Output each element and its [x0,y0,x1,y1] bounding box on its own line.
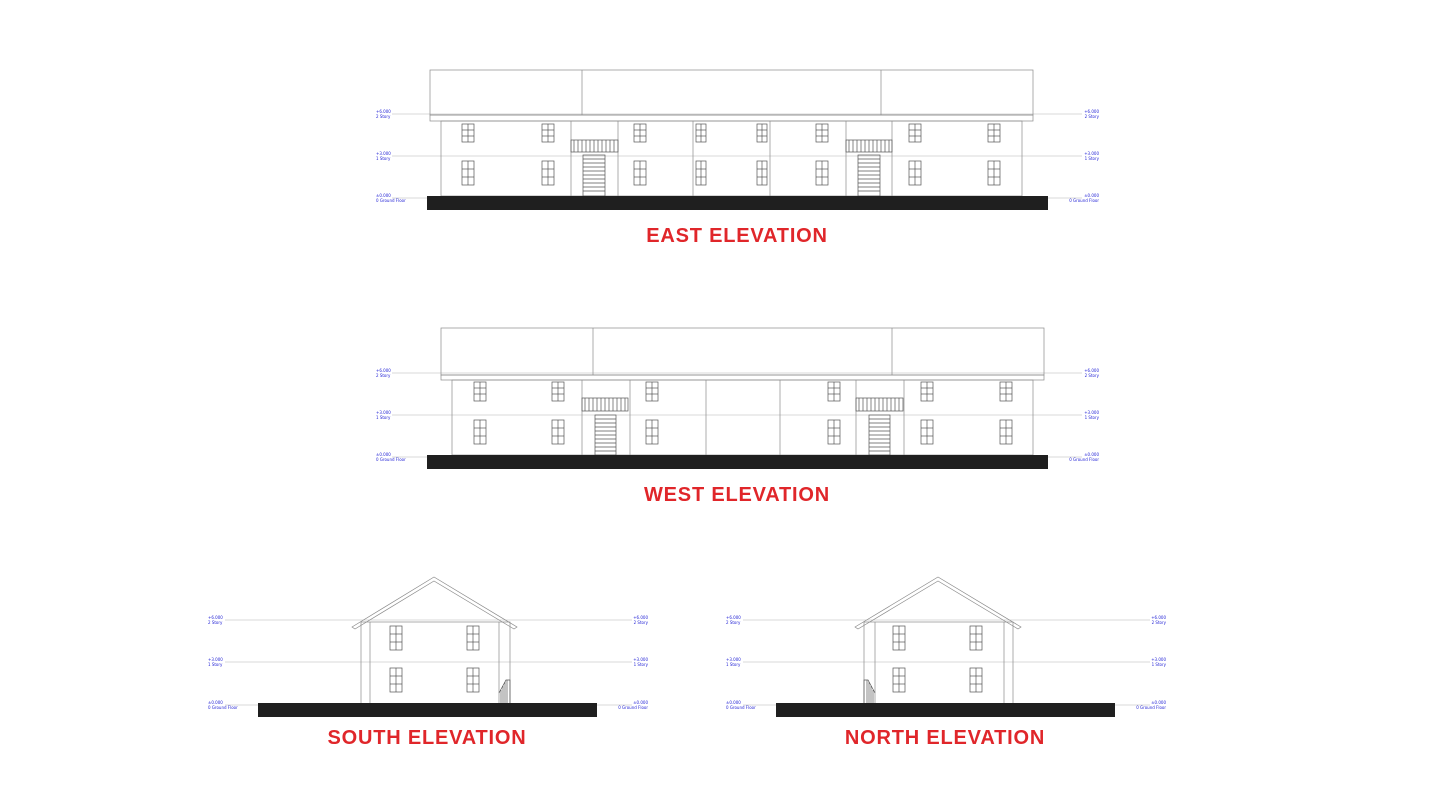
west-wall [451,379,1034,456]
east-level-lines [392,113,1082,199]
east-wall [440,120,1023,197]
east-eave [429,114,1034,122]
south-gable [351,576,518,630]
east-windows [461,123,1001,186]
south-level-lines [225,619,632,706]
north-gable [854,576,1022,630]
north-windows [892,625,983,693]
west-eave [440,374,1045,381]
west-elevation [392,327,1082,469]
south-plinth [258,703,597,717]
east-elevation [392,69,1082,210]
west-windows [473,381,1013,445]
west-level-lines [392,372,1082,458]
west-plinth [427,455,1048,469]
north-stair-rail [863,679,876,704]
east-plinth [427,196,1048,210]
west-elevation-title: WEST ELEVATION [643,484,831,506]
south-elevation-title: SOUTH ELEVATION [327,727,527,749]
north-level-lines [743,619,1150,706]
south-windows [389,625,480,693]
north-elevation-title: NORTH ELEVATION [844,727,1046,749]
west-roof [440,327,1045,376]
north-elevation [743,576,1150,717]
south-elevation [225,576,632,717]
east-elevation-title: EAST ELEVATION [646,225,828,247]
north-wall [863,621,1014,705]
east-stairs [570,139,893,197]
north-plinth [776,703,1115,717]
south-wall [360,621,511,705]
south-stair-rail [498,679,511,704]
east-roof [429,69,1034,116]
